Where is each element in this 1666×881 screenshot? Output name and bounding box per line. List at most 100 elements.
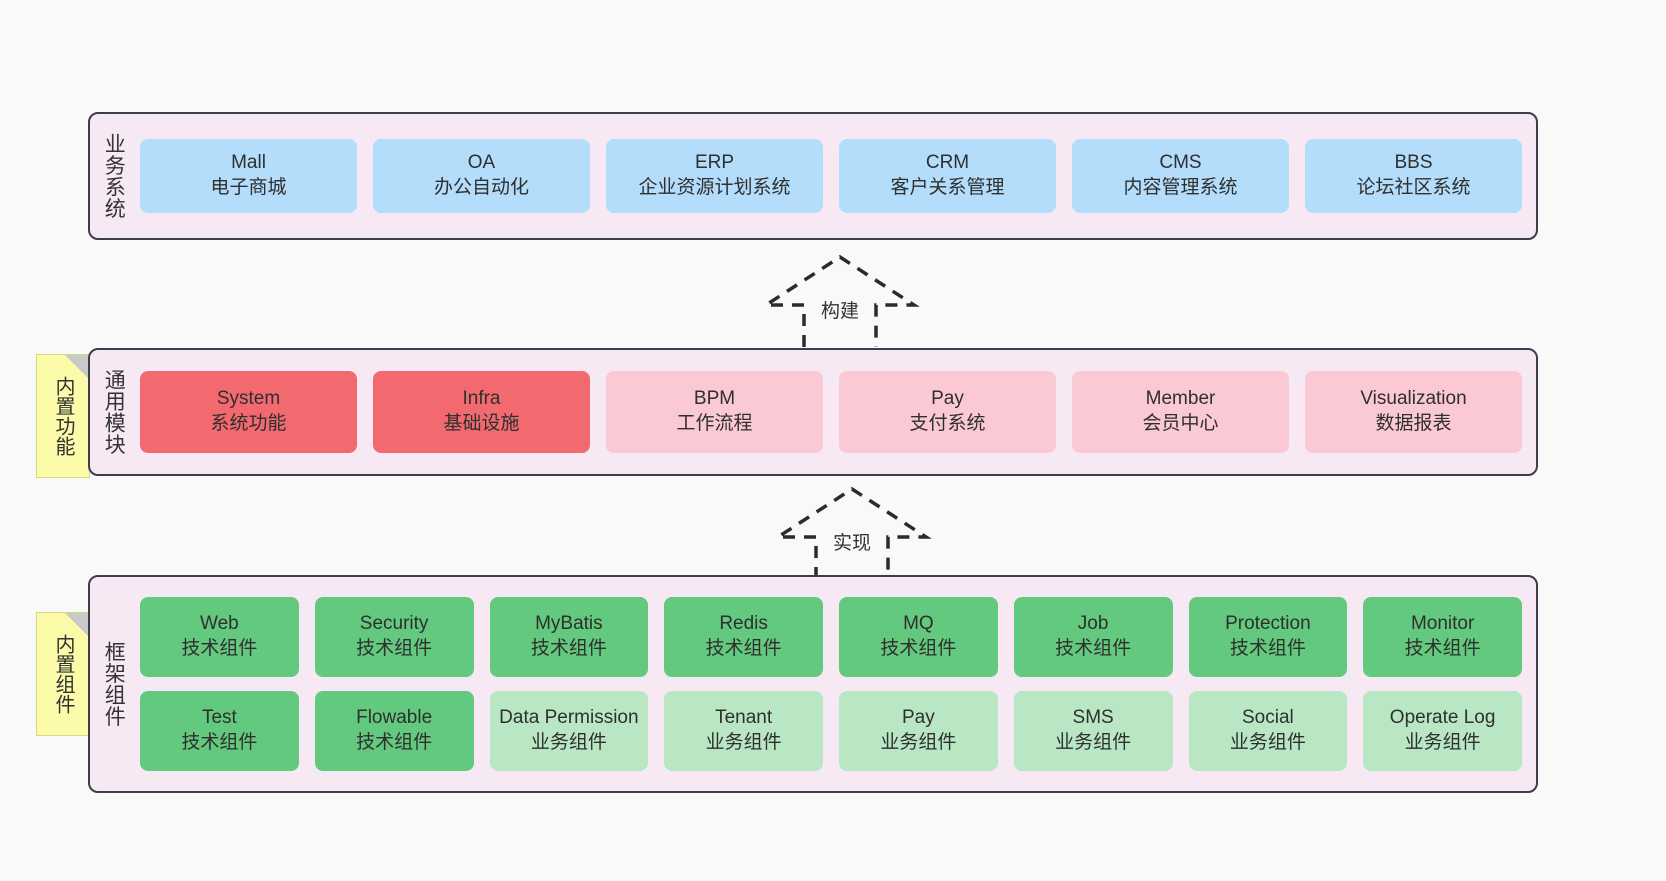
sticky-note-label: 内置组件 — [52, 634, 74, 714]
business-card-row: Mall 电子商城 OA 办公自动化 ERP 企业资源计划系统 CRM 客户关系… — [140, 139, 1522, 213]
card-title: BPM — [693, 388, 736, 410]
card-subtitle: 系统功能 — [210, 413, 287, 434]
framework-card-web[interactable]: Web 技术组件 — [140, 597, 299, 677]
arrow-build-label: 构建 — [820, 301, 859, 322]
card-subtitle: 论坛社区系统 — [1356, 177, 1471, 198]
layer-common-modules-label: 通用模块 — [102, 369, 126, 455]
card-subtitle: 业务组件 — [1404, 732, 1481, 753]
framework-card-mq[interactable]: MQ 技术组件 — [839, 597, 998, 677]
framework-card-test[interactable]: Test 技术组件 — [140, 691, 299, 771]
framework-card-social[interactable]: Social 业务组件 — [1188, 691, 1348, 771]
page-fold-icon — [65, 355, 89, 379]
card-subtitle: 内容管理系统 — [1123, 177, 1238, 198]
business-card-cms[interactable]: CMS 内容管理系统 — [1072, 139, 1289, 213]
card-subtitle: 技术组件 — [880, 638, 957, 659]
card-title: Redis — [719, 613, 768, 635]
sticky-note-builtin-function: 内置功能 — [36, 354, 90, 478]
card-title: BBS — [1394, 152, 1433, 174]
card-subtitle: 企业资源计划系统 — [638, 177, 791, 198]
module-card-visualization[interactable]: Visualization 数据报表 — [1305, 371, 1522, 453]
card-subtitle: 会员中心 — [1142, 413, 1219, 434]
card-title: Pay — [931, 388, 964, 410]
business-card-mall[interactable]: Mall 电子商城 — [140, 139, 357, 213]
card-title: OA — [467, 152, 496, 174]
framework-card-operate-log[interactable]: Operate Log 业务组件 — [1363, 691, 1522, 771]
layer-framework-components-body: Web 技术组件 Security 技术组件 MyBatis 技术组件 Redi… — [136, 577, 1536, 791]
card-subtitle: 技术组件 — [705, 638, 782, 659]
arrow-implement-label: 实现 — [832, 533, 871, 554]
layer-business-system-label: 业务系统 — [102, 133, 126, 219]
framework-card-redis[interactable]: Redis 技术组件 — [664, 597, 823, 677]
framework-tech-row: Web 技术组件 Security 技术组件 MyBatis 技术组件 Redi… — [140, 597, 1522, 677]
card-subtitle: 技术组件 — [181, 732, 258, 753]
card-subtitle: 技术组件 — [1229, 638, 1306, 659]
framework-card-tenant[interactable]: Tenant 业务组件 — [664, 691, 823, 771]
card-title: Flowable — [356, 707, 433, 729]
card-subtitle: 电子商城 — [210, 177, 287, 198]
card-title: Data Permission — [499, 707, 639, 729]
framework-card-protection[interactable]: Protection 技术组件 — [1188, 597, 1348, 677]
card-title: SMS — [1072, 707, 1114, 729]
card-title: Infra — [462, 388, 501, 410]
card-subtitle: 技术组件 — [530, 638, 607, 659]
layer-framework-components-label: 框架组件 — [102, 641, 126, 727]
card-title: CMS — [1159, 152, 1202, 174]
business-card-erp[interactable]: ERP 企业资源计划系统 — [606, 139, 823, 213]
business-card-crm[interactable]: CRM 客户关系管理 — [839, 139, 1056, 213]
card-title: Test — [201, 707, 237, 729]
card-title: Protection — [1225, 613, 1311, 635]
card-subtitle: 业务组件 — [1055, 732, 1132, 753]
framework-card-mybatis[interactable]: MyBatis 技术组件 — [489, 597, 649, 677]
framework-card-pay[interactable]: Pay 业务组件 — [839, 691, 998, 771]
card-title: Web — [200, 613, 239, 635]
framework-business-row: Test 技术组件 Flowable 技术组件 Data Permission … — [140, 691, 1522, 771]
card-subtitle: 业务组件 — [880, 732, 957, 753]
card-title: Pay — [902, 707, 935, 729]
module-card-bpm[interactable]: BPM 工作流程 — [606, 371, 823, 453]
card-title: CRM — [925, 152, 970, 174]
card-subtitle: 数据报表 — [1375, 413, 1452, 434]
card-subtitle: 技术组件 — [1055, 638, 1132, 659]
card-subtitle: 办公自动化 — [433, 177, 529, 198]
card-subtitle: 业务组件 — [530, 732, 607, 753]
page-fold-icon — [65, 613, 89, 637]
business-card-oa[interactable]: OA 办公自动化 — [373, 139, 590, 213]
card-subtitle: 技术组件 — [356, 638, 433, 659]
framework-card-job[interactable]: Job 技术组件 — [1013, 597, 1173, 677]
framework-card-data-permission[interactable]: Data Permission 业务组件 — [489, 691, 649, 771]
card-title: Job — [1077, 613, 1109, 635]
card-title: MQ — [903, 613, 934, 635]
layer-common-modules-body: System 系统功能 Infra 基础设施 BPM 工作流程 Pay 支付系统… — [136, 350, 1536, 474]
arrow-implement: 实现 — [772, 487, 932, 579]
card-title: Visualization — [1360, 388, 1467, 410]
framework-card-monitor[interactable]: Monitor 技术组件 — [1363, 597, 1522, 677]
framework-card-flowable[interactable]: Flowable 技术组件 — [314, 691, 474, 771]
framework-card-sms[interactable]: SMS 业务组件 — [1013, 691, 1173, 771]
layer-business-system: 业务系统 Mall 电子商城 OA 办公自动化 ERP 企业资源计划系统 CRM… — [88, 112, 1538, 240]
framework-card-security[interactable]: Security 技术组件 — [314, 597, 474, 677]
card-title: Security — [359, 613, 429, 635]
module-card-system[interactable]: System 系统功能 — [140, 371, 357, 453]
card-title: Mall — [231, 152, 266, 174]
business-card-bbs[interactable]: BBS 论坛社区系统 — [1305, 139, 1522, 213]
card-title: Member — [1145, 388, 1216, 410]
layer-framework-components: 框架组件 Web 技术组件 Security 技术组件 MyBatis 技术组件… — [88, 575, 1538, 793]
card-title: MyBatis — [535, 613, 603, 635]
card-subtitle: 基础设施 — [443, 413, 520, 434]
module-card-row: System 系统功能 Infra 基础设施 BPM 工作流程 Pay 支付系统… — [140, 371, 1522, 453]
card-title: Operate Log — [1389, 707, 1496, 729]
card-title: System — [216, 388, 281, 410]
card-title: Tenant — [715, 707, 773, 729]
module-card-infra[interactable]: Infra 基础设施 — [373, 371, 590, 453]
card-title: ERP — [694, 152, 735, 174]
module-card-pay[interactable]: Pay 支付系统 — [839, 371, 1056, 453]
card-subtitle: 技术组件 — [1404, 638, 1481, 659]
card-subtitle: 技术组件 — [356, 732, 433, 753]
module-card-member[interactable]: Member 会员中心 — [1072, 371, 1289, 453]
card-title: Monitor — [1410, 613, 1475, 635]
card-subtitle: 业务组件 — [705, 732, 782, 753]
card-subtitle: 工作流程 — [676, 413, 753, 434]
layer-common-modules: 通用模块 System 系统功能 Infra 基础设施 BPM 工作流程 Pay… — [88, 348, 1538, 476]
sticky-note-label: 内置功能 — [52, 376, 74, 456]
